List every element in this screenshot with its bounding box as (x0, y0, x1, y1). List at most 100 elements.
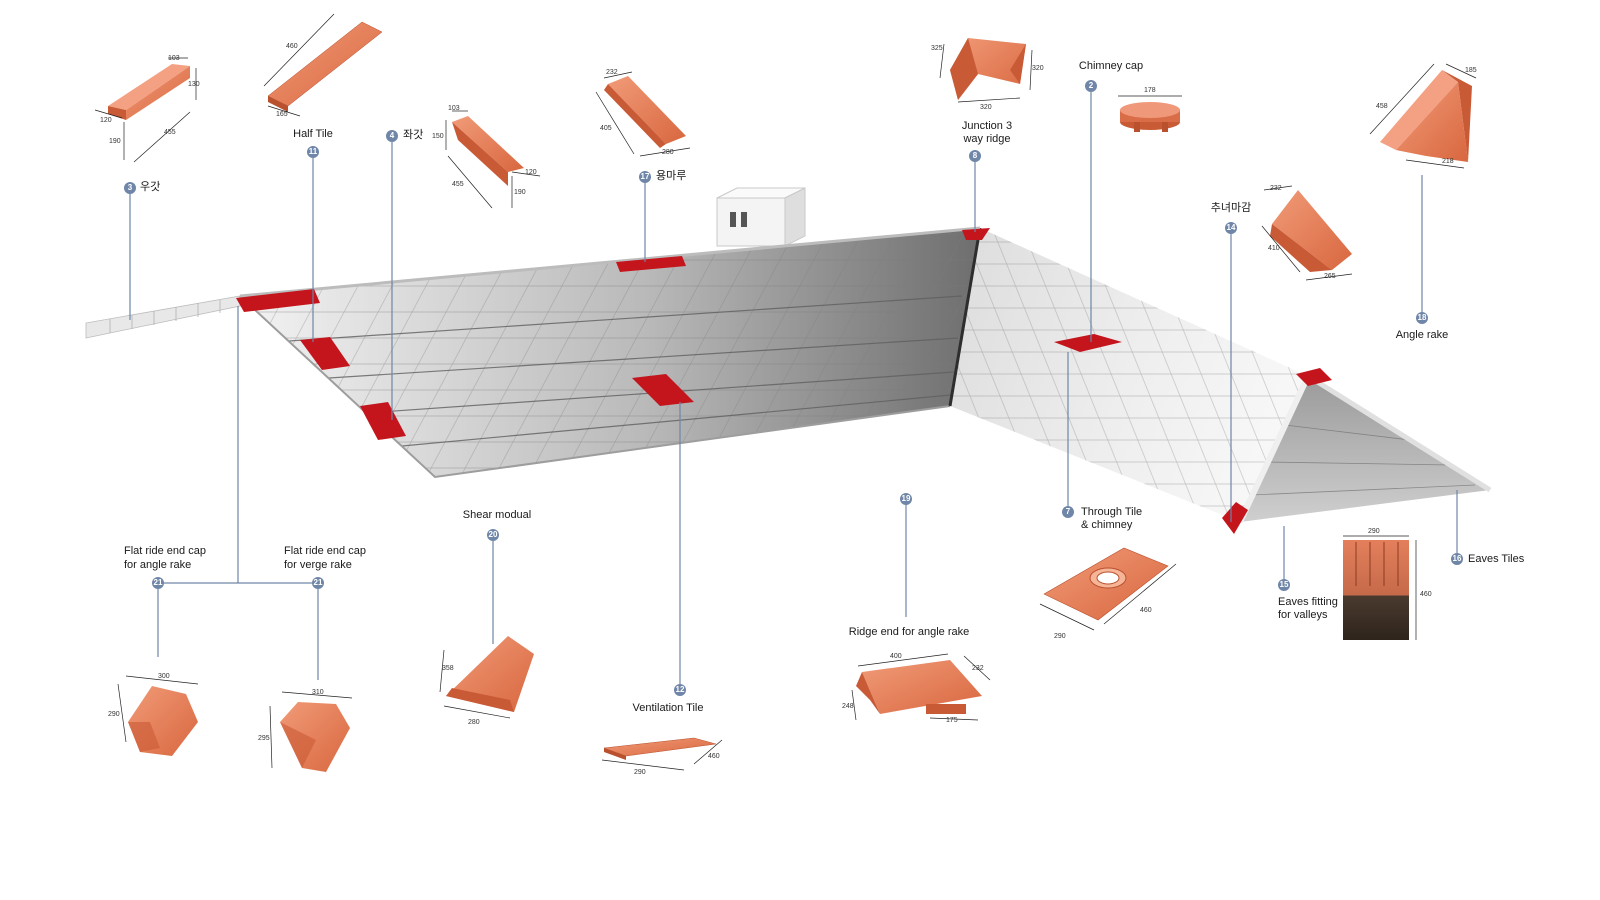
label-ridge-end: Ridge end for angle rake (848, 626, 970, 638)
dim-ridgeend-3: 248 (842, 703, 854, 710)
dim-jwagat-5: 190 (514, 189, 526, 196)
dim-shear-1: 358 (442, 665, 454, 672)
badge-21-verge: 21 (312, 577, 324, 589)
dim-wooghat-2: 130 (188, 81, 200, 88)
tile-ventilation (601, 737, 723, 771)
tile-flat-verge (269, 691, 353, 772)
verge-strip (85, 295, 241, 339)
dim-angle-1: 185 (1465, 67, 1477, 74)
dim-flatverge-1: 310 (312, 689, 324, 696)
label-through-2: & chimney (1081, 519, 1133, 531)
badge-7: 7 (1062, 506, 1074, 518)
label-chunyeo: 추녀마감 (1210, 202, 1252, 214)
highlight-tiles (236, 228, 1332, 534)
chimney (716, 187, 806, 247)
label-chimney-cap: Chimney cap (1078, 60, 1144, 72)
label-wooghat: 우갓 (140, 181, 161, 193)
badge-17: 17 (639, 171, 651, 183)
badge-21-angle: 21 (152, 577, 164, 589)
dim-half-1: 460 (286, 43, 298, 50)
roof-gable (1240, 376, 1490, 522)
dim-angle-3: 218 (1442, 158, 1454, 165)
dim-eaves-2: 460 (1420, 591, 1432, 598)
dim-angle-2: 458 (1376, 103, 1388, 110)
tile-yongmaru (595, 71, 691, 157)
dim-jwagat-2: 150 (432, 133, 444, 140)
badge-18: 18 (1416, 312, 1428, 324)
dim-jwagat-1: 103 (448, 105, 460, 112)
label-jwagat: 좌갓 (403, 129, 424, 141)
dim-junction-3: 320 (980, 104, 992, 111)
badge-20: 20 (487, 529, 499, 541)
tile-half (263, 13, 383, 117)
dimension-labels: 103 130 120 190 455 460 165 103 150 455 … (100, 43, 1477, 776)
dim-flatangle-1: 300 (158, 673, 170, 680)
tile-jwagat (445, 110, 541, 209)
label-flat-angle-1: Flat ride end cap (124, 545, 206, 557)
dim-through-2: 290 (1054, 633, 1066, 640)
dim-yongmaru-3: 280 (662, 149, 674, 156)
dim-vent-2: 460 (708, 753, 720, 760)
tile-chunyeo (1261, 185, 1353, 281)
dim-chunyeo-1: 232 (1270, 185, 1282, 192)
dim-wooghat-3: 120 (100, 117, 112, 124)
badge-11: 11 (307, 146, 319, 158)
tile-junction (939, 38, 1033, 103)
badge-8: 8 (969, 150, 981, 162)
leader-lines (129, 92, 1458, 686)
label-eaves-tiles: Eaves Tiles (1468, 553, 1525, 565)
dim-chunyeo-3: 265 (1324, 273, 1336, 280)
tile-angle-rake (1369, 63, 1477, 169)
dim-vent-1: 290 (634, 769, 646, 776)
dim-wooghat-5: 455 (164, 129, 176, 136)
dim-chunyeo-2: 410 (1268, 245, 1280, 252)
dim-jwagat-3: 455 (452, 181, 464, 188)
label-flat-verge-1: Flat ride end cap (284, 545, 366, 557)
dim-shear-2: 280 (468, 719, 480, 726)
dim-junction-2: 320 (1032, 65, 1044, 72)
dim-half-2: 165 (276, 111, 288, 118)
dim-eaves-1: 290 (1368, 528, 1380, 535)
label-eaves-valley-1: Eaves fitting (1278, 596, 1338, 608)
dim-wooghat-1: 103 (168, 55, 180, 62)
label-junction-1: Junction 3 (961, 120, 1013, 132)
dim-ridgeend-1: 400 (890, 653, 902, 660)
label-shear: Shear modual (462, 509, 532, 521)
badge-15: 15 (1278, 579, 1290, 591)
dim-yongmaru-2: 405 (600, 125, 612, 132)
verge-strip-joints (109, 300, 221, 333)
dim-flatverge-2: 295 (258, 735, 270, 742)
label-through-1: Through Tile (1081, 506, 1143, 518)
tile-chimney-cap (1118, 95, 1182, 132)
dim-flatangle-2: 290 (108, 711, 120, 718)
dim-chimneycap-1: 178 (1144, 87, 1156, 94)
label-flat-verge-2: for verge rake (284, 559, 352, 571)
dim-ridgeend-4: 175 (946, 717, 958, 724)
label-junction-2: way ridge (963, 133, 1011, 145)
label-eaves-valley-2: for valleys (1278, 609, 1328, 621)
badge-12: 12 (674, 684, 686, 696)
tile-eaves (1343, 535, 1417, 640)
roof-model (85, 187, 1492, 534)
label-angle-rake: Angle rake (1395, 329, 1449, 341)
badge-14: 14 (1225, 222, 1237, 234)
badge-3: 3 (124, 182, 136, 194)
badge-2: 2 (1085, 80, 1097, 92)
dim-jwagat-4: 120 (525, 169, 537, 176)
label-half-tile: Half Tile (293, 128, 333, 140)
tile-flat-angle (117, 675, 199, 756)
label-yongmaru: 용마루 (656, 170, 687, 182)
dim-yongmaru-1: 232 (606, 69, 618, 76)
label-flat-angle-2: for angle rake (124, 559, 192, 571)
dim-junction-1: 325 (931, 45, 943, 52)
dim-wooghat-4: 190 (109, 138, 121, 145)
tile-shear (439, 636, 534, 719)
dim-ridgeend-2: 232 (972, 665, 984, 672)
dim-through-1: 460 (1140, 607, 1152, 614)
tile-through (1039, 547, 1177, 631)
badge-4: 4 (386, 130, 398, 142)
badge-16: 16 (1451, 553, 1463, 565)
badge-19: 19 (900, 493, 912, 505)
label-ventilation: Ventilation Tile (632, 702, 704, 714)
